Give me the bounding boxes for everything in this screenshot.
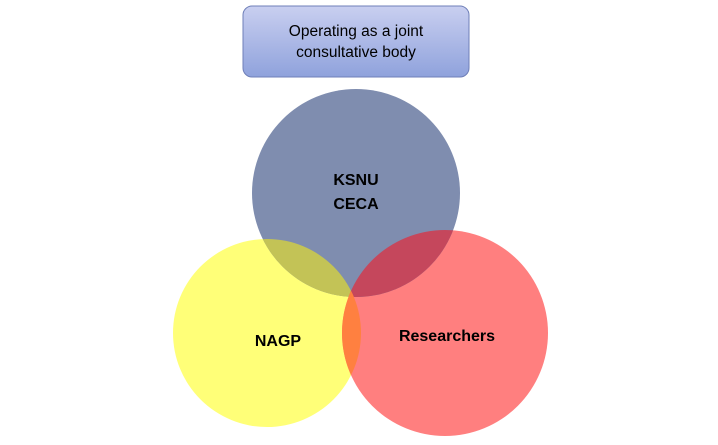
label-researchers: Researchers bbox=[399, 328, 495, 345]
overlap-top-right bbox=[342, 230, 460, 297]
label-ksnu: KSNU bbox=[333, 172, 378, 189]
title-box: Operating as a joint consultative body bbox=[242, 5, 470, 78]
title-box-background bbox=[242, 5, 470, 78]
label-ceca: CECA bbox=[333, 196, 379, 213]
title-line-1: Operating as a joint bbox=[289, 23, 424, 40]
title-line-2: consultative body bbox=[296, 44, 416, 61]
label-nagp: NAGP bbox=[255, 333, 302, 350]
overlap-top-left bbox=[252, 239, 361, 297]
